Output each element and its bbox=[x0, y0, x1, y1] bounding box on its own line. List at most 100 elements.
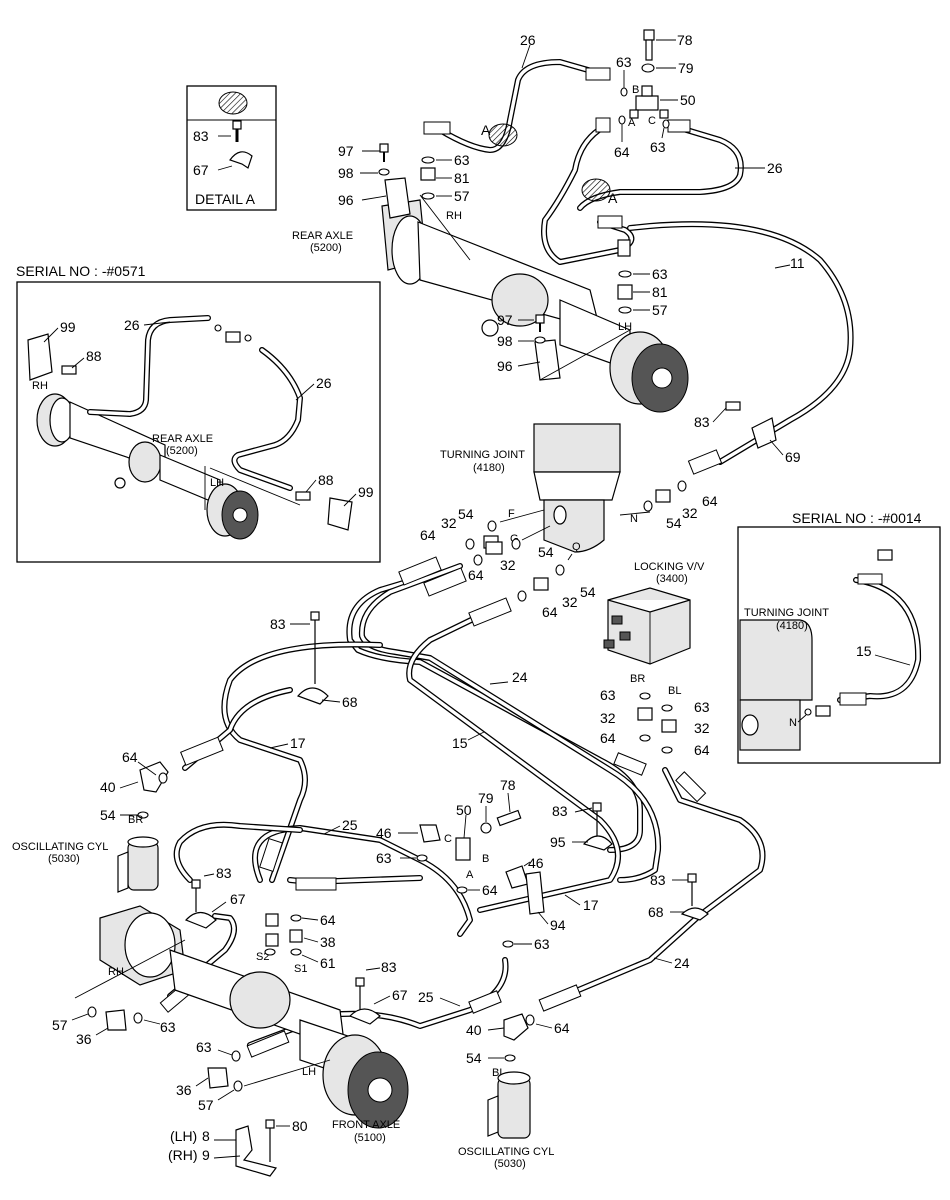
port-label-b: B bbox=[632, 84, 639, 96]
osc-cyl-left-code: (5030) bbox=[48, 853, 80, 865]
callout-54: 54 bbox=[580, 584, 596, 600]
bracket-8-9: 80 (LH) 8 (RH) 9 bbox=[168, 1118, 308, 1177]
bracket-rh-label: (RH) bbox=[168, 1147, 198, 1163]
callout-17: 17 bbox=[583, 897, 599, 913]
callout-79: 79 bbox=[478, 790, 494, 806]
osc-cyl-left-label: OSCILLATING CYL bbox=[12, 841, 108, 853]
callout-63: 63 bbox=[196, 1039, 212, 1055]
callout-83: 83 bbox=[270, 616, 286, 632]
oscillating-cylinder-right: 40 64 54 BL OSCILLATING CYL (5030) bbox=[458, 1013, 570, 1170]
callout-79: 79 bbox=[678, 60, 694, 76]
clamp-67-lower: 83 67 bbox=[348, 959, 408, 1025]
callout-32: 32 bbox=[682, 505, 698, 521]
callout-61: 61 bbox=[320, 955, 336, 971]
callout-46: 46 bbox=[528, 855, 544, 871]
callout-25: 25 bbox=[342, 817, 358, 833]
callout-64: 64 bbox=[122, 749, 138, 765]
turning-joint-code: (4180) bbox=[473, 462, 505, 474]
callout-88: 88 bbox=[318, 472, 334, 488]
callout-67: 67 bbox=[230, 891, 246, 907]
callout-64: 64 bbox=[320, 912, 336, 928]
callout-17: 17 bbox=[290, 735, 306, 751]
port-label-lh: LH bbox=[302, 1066, 316, 1078]
callout-64: 64 bbox=[554, 1020, 570, 1036]
locking-valve: LOCKING V/V (3400) BR BL 63 32 64 63 32 … bbox=[600, 561, 710, 758]
callout-83: 83 bbox=[381, 959, 397, 975]
detail-a-box: 83 67 DETAIL A bbox=[186, 85, 277, 211]
callout-78: 78 bbox=[677, 32, 693, 48]
port-label-b: B bbox=[482, 853, 489, 865]
callout-A: A bbox=[481, 122, 491, 138]
callout-57: 57 bbox=[198, 1097, 214, 1113]
front-axle-code: (5100) bbox=[354, 1132, 386, 1144]
callout-83: 83 bbox=[552, 803, 568, 819]
callout-64: 64 bbox=[420, 527, 436, 543]
callout-57: 57 bbox=[454, 188, 470, 204]
callout-54: 54 bbox=[100, 807, 116, 823]
upper-hoses: A A B A C 78 79 50 63 64 63 bbox=[423, 29, 783, 265]
bracket-lh-num: 8 bbox=[202, 1128, 210, 1144]
callout-11: 11 bbox=[790, 255, 805, 271]
port-label-br: BR bbox=[630, 673, 645, 685]
callout-A: A bbox=[608, 190, 618, 206]
port-label-a: A bbox=[628, 117, 636, 129]
callout-63: 63 bbox=[534, 936, 550, 952]
callout-36: 36 bbox=[176, 1082, 192, 1098]
callout-78: 78 bbox=[500, 777, 516, 793]
callout-26: 26 bbox=[767, 160, 783, 176]
callout-26: 26 bbox=[124, 317, 140, 333]
callout-63: 63 bbox=[652, 266, 668, 282]
callout-83: 83 bbox=[694, 414, 710, 430]
clamp-68-right: 83 68 bbox=[648, 872, 709, 921]
turning-joint: TURNING JOINT (4180) F G N Q 54 32 64 54… bbox=[420, 423, 718, 620]
serial2-port-n: N bbox=[789, 717, 797, 729]
clamp-68-top: 83 68 bbox=[270, 611, 358, 710]
callout-64: 64 bbox=[468, 567, 484, 583]
hose-11: 11 83 69 bbox=[627, 221, 854, 475]
oscillating-cylinder-left: 40 64 54 BR OSCILLATING CYL (5030) bbox=[12, 749, 169, 893]
callout-99: 99 bbox=[358, 484, 374, 500]
callout-32: 32 bbox=[600, 710, 616, 726]
callout-40: 40 bbox=[466, 1022, 482, 1038]
serial-axle-label: REAR AXLE bbox=[152, 433, 213, 445]
callout-54: 54 bbox=[538, 544, 554, 560]
callout-97: 97 bbox=[497, 312, 513, 328]
callout-63: 63 bbox=[600, 687, 616, 703]
turning-joint-label: TURNING JOINT bbox=[440, 449, 525, 461]
clamp-67-left: 83 67 bbox=[184, 865, 246, 929]
lower-tee-assembly: C B A 50 79 78 46 46 63 64 63 bbox=[376, 777, 550, 952]
clamps-94-95: 83 95 94 bbox=[525, 802, 613, 933]
callout-24: 24 bbox=[512, 669, 528, 685]
callout-99: 99 bbox=[60, 319, 76, 335]
callout-81: 81 bbox=[652, 284, 668, 300]
callout-64: 64 bbox=[694, 742, 710, 758]
locking-valve-code: (3400) bbox=[656, 573, 688, 585]
callout-26: 26 bbox=[316, 375, 332, 391]
serial-title-0014: SERIAL NO : -#0014 bbox=[792, 510, 922, 526]
serial-rh-label: RH bbox=[32, 380, 48, 392]
port-label-rh: RH bbox=[446, 210, 462, 222]
callout-32: 32 bbox=[694, 720, 710, 736]
front-hoses: 25 25 24 bbox=[159, 767, 766, 1058]
rear-axle-code: (5200) bbox=[310, 242, 342, 254]
callout-50: 50 bbox=[680, 92, 696, 108]
callout-38: 38 bbox=[320, 934, 336, 950]
callout-32: 32 bbox=[441, 515, 457, 531]
callout-32: 32 bbox=[562, 594, 578, 610]
callout-64: 64 bbox=[614, 144, 630, 160]
front-axle-label: FRONT AXLE bbox=[332, 1119, 400, 1131]
callout-95: 95 bbox=[550, 834, 566, 850]
callout-63: 63 bbox=[694, 699, 710, 715]
port-label-f: F bbox=[508, 508, 515, 520]
callout-98: 98 bbox=[497, 333, 513, 349]
callout-57: 57 bbox=[652, 302, 668, 318]
port-label-bl: BL bbox=[668, 685, 681, 697]
serial-lh-label: LH bbox=[210, 477, 224, 489]
port-label-q: Q bbox=[572, 541, 581, 553]
callout-67: 67 bbox=[392, 987, 408, 1003]
rear-rh-fittings: 97 98 63 81 57 96 bbox=[338, 143, 470, 208]
detail-callout-83: 83 bbox=[193, 128, 209, 144]
callout-68: 68 bbox=[342, 694, 358, 710]
callout-64: 64 bbox=[702, 493, 718, 509]
callout-54: 54 bbox=[458, 506, 474, 522]
